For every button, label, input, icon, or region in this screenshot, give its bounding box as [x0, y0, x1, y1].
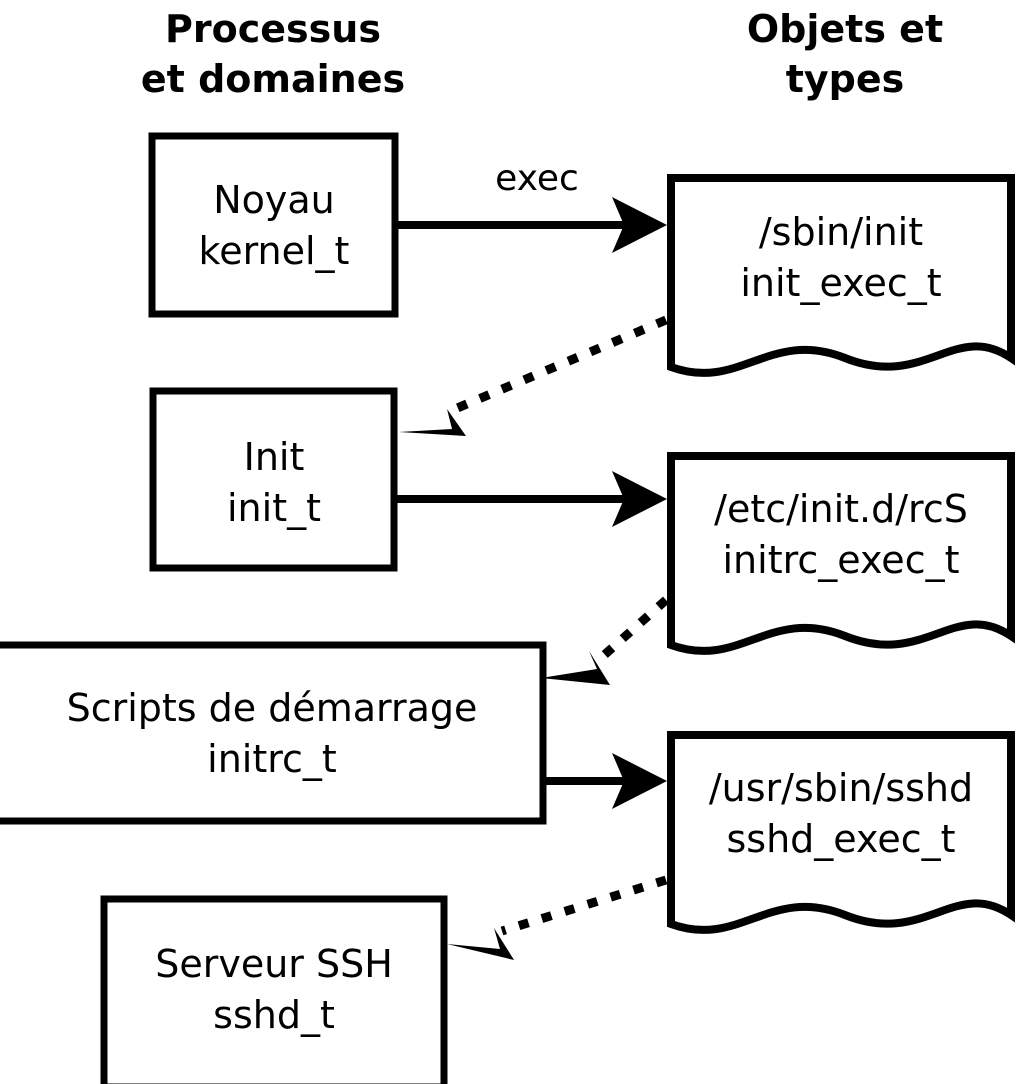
- column-header-objects-line1: Objets et: [747, 7, 943, 51]
- object-node-initrc-exec-line2: initrc_exec_t: [723, 538, 960, 582]
- edge-initrc-to-sshd-exec: [545, 753, 667, 809]
- edge-init-exec-to-init: [399, 315, 668, 436]
- object-node-sshd-exec-line1: /usr/sbin/sshd: [709, 766, 973, 810]
- object-node-init-exec-document[interactable]: [667, 174, 1015, 377]
- process-node-initrc-line2: initrc_t: [207, 737, 337, 781]
- process-node-kernel-box[interactable]: [148, 132, 399, 318]
- object-node-sshd-exec-line2: sshd_exec_t: [726, 817, 955, 861]
- process-node-kernel-line1: Noyau: [213, 178, 335, 222]
- process-node-initrc[interactable]: Scripts de démarrage initrc_t: [0, 641, 547, 825]
- edge-initrc-to-sshd-exec-arrowhead: [612, 753, 667, 809]
- edge-init-exec-to-init-line: [453, 315, 668, 414]
- process-node-initrc-line1: Scripts de démarrage: [67, 686, 478, 730]
- column-header-processes-line2: et domaines: [141, 57, 405, 101]
- edge-initrc-exec-to-initrc-arrowhead: [541, 651, 610, 685]
- edge-sshd-exec-to-sshd-arrowhead: [447, 928, 514, 960]
- object-node-init-exec-line2: init_exec_t: [740, 261, 941, 305]
- column-header-processes-line1: Processus: [165, 7, 381, 51]
- process-node-init-box[interactable]: [149, 387, 398, 572]
- object-node-initrc-exec-line1: /etc/init.d/rcS: [714, 487, 968, 531]
- column-header-processes: Processus et domaines: [141, 7, 405, 101]
- edge-initrc-exec-to-initrc: [541, 596, 669, 685]
- edge-init-to-initrc-exec: [396, 471, 667, 527]
- column-header-objects-line2: types: [786, 57, 905, 101]
- edge-kernel-to-init-exec: exec: [397, 158, 667, 253]
- process-node-sshd-line1: Serveur SSH: [155, 942, 393, 986]
- edge-sshd-exec-to-sshd: [447, 875, 668, 960]
- object-node-sshd-exec-document[interactable]: [667, 731, 1015, 934]
- process-node-init-line1: Init: [244, 435, 305, 479]
- process-node-init-line2: init_t: [227, 486, 321, 530]
- process-node-kernel-line2: kernel_t: [199, 229, 350, 273]
- process-node-kernel[interactable]: Noyau kernel_t: [148, 132, 399, 318]
- column-header-objects: Objets et types: [747, 7, 943, 101]
- process-node-initrc-box[interactable]: [0, 641, 547, 825]
- object-node-initrc-exec-document[interactable]: [667, 452, 1015, 655]
- process-node-sshd-line2: sshd_t: [213, 993, 335, 1037]
- object-node-init-exec-line1: /sbin/init: [759, 210, 923, 254]
- process-node-sshd-box[interactable]: [100, 895, 448, 1084]
- process-node-init[interactable]: Init init_t: [149, 387, 398, 572]
- edge-sshd-exec-to-sshd-line: [500, 875, 668, 936]
- edge-init-to-initrc-exec-arrowhead: [612, 471, 667, 527]
- object-node-init-exec[interactable]: /sbin/init init_exec_t: [667, 174, 1015, 377]
- edge-label-exec: exec: [495, 158, 579, 199]
- process-node-sshd[interactable]: Serveur SSH sshd_t: [100, 895, 448, 1084]
- edge-kernel-to-init-exec-arrowhead: [612, 197, 667, 253]
- edge-init-exec-to-init-arrowhead: [399, 409, 466, 436]
- object-node-initrc-exec[interactable]: /etc/init.d/rcS initrc_exec_t: [667, 452, 1015, 655]
- edge-initrc-exec-to-initrc-line: [599, 596, 669, 661]
- object-node-sshd-exec[interactable]: /usr/sbin/sshd sshd_exec_t: [667, 731, 1015, 934]
